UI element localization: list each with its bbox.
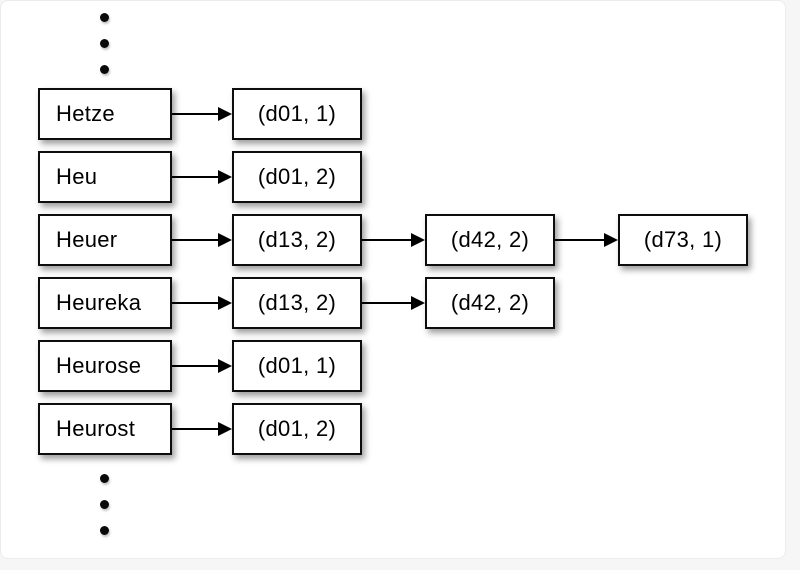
right-arrow-icon xyxy=(172,151,232,203)
posting-label: (d01, 2) xyxy=(257,416,337,441)
ellipsis-dot xyxy=(100,65,109,74)
vertical-ellipsis-bottom-icon xyxy=(100,474,109,535)
right-arrow-icon xyxy=(362,277,425,329)
term-label: Heuer xyxy=(56,227,118,252)
term-box: Heurost xyxy=(38,403,172,455)
right-arrow-icon xyxy=(172,277,232,329)
posting-label: (d73, 1) xyxy=(643,227,723,252)
term-label: Heureka xyxy=(56,290,142,315)
posting-box: (d01, 2) xyxy=(232,403,362,455)
posting-box: (d01, 1) xyxy=(232,340,362,392)
ellipsis-dot xyxy=(100,13,109,22)
term-label: Hetze xyxy=(56,101,115,126)
index-row-heureka: Heureka (d13, 2) (d42, 2) xyxy=(38,277,555,329)
right-arrow-icon xyxy=(362,214,425,266)
posting-box: (d13, 2) xyxy=(232,277,362,329)
posting-label: (d13, 2) xyxy=(257,227,337,252)
right-arrow-icon xyxy=(172,340,232,392)
index-row-hetze: Hetze (d01, 1) xyxy=(38,88,362,140)
right-arrow-icon xyxy=(172,88,232,140)
term-label: Heu xyxy=(56,164,98,189)
posting-box: (d13, 2) xyxy=(232,214,362,266)
posting-label: (d01, 1) xyxy=(257,101,337,126)
term-box: Heureka xyxy=(38,277,172,329)
ellipsis-dot xyxy=(100,526,109,535)
term-box: Heu xyxy=(38,151,172,203)
posting-label: (d42, 2) xyxy=(450,290,530,315)
vertical-ellipsis-top-icon xyxy=(100,13,109,74)
posting-box: (d01, 1) xyxy=(232,88,362,140)
posting-box: (d42, 2) xyxy=(425,277,555,329)
index-row-heu: Heu (d01, 2) xyxy=(38,151,362,203)
posting-label: (d01, 2) xyxy=(257,164,337,189)
term-box: Hetze xyxy=(38,88,172,140)
posting-box: (d01, 2) xyxy=(232,151,362,203)
ellipsis-dot xyxy=(100,39,109,48)
posting-label: (d13, 2) xyxy=(257,290,337,315)
term-box: Heurose xyxy=(38,340,172,392)
term-label: Heurose xyxy=(56,353,142,378)
right-arrow-icon xyxy=(172,403,232,455)
term-label: Heurost xyxy=(56,416,136,441)
right-arrow-icon xyxy=(555,214,618,266)
term-box: Heuer xyxy=(38,214,172,266)
posting-box: (d73, 1) xyxy=(618,214,748,266)
right-arrow-icon xyxy=(172,214,232,266)
index-row-heurost: Heurost (d01, 2) xyxy=(38,403,362,455)
ellipsis-dot xyxy=(100,474,109,483)
index-row-heuer: Heuer (d13, 2) (d42, 2) (d73, 1) xyxy=(38,214,748,266)
posting-label: (d01, 1) xyxy=(257,353,337,378)
posting-label: (d42, 2) xyxy=(450,227,530,252)
ellipsis-dot xyxy=(100,500,109,509)
index-row-heurose: Heurose (d01, 1) xyxy=(38,340,362,392)
posting-box: (d42, 2) xyxy=(425,214,555,266)
